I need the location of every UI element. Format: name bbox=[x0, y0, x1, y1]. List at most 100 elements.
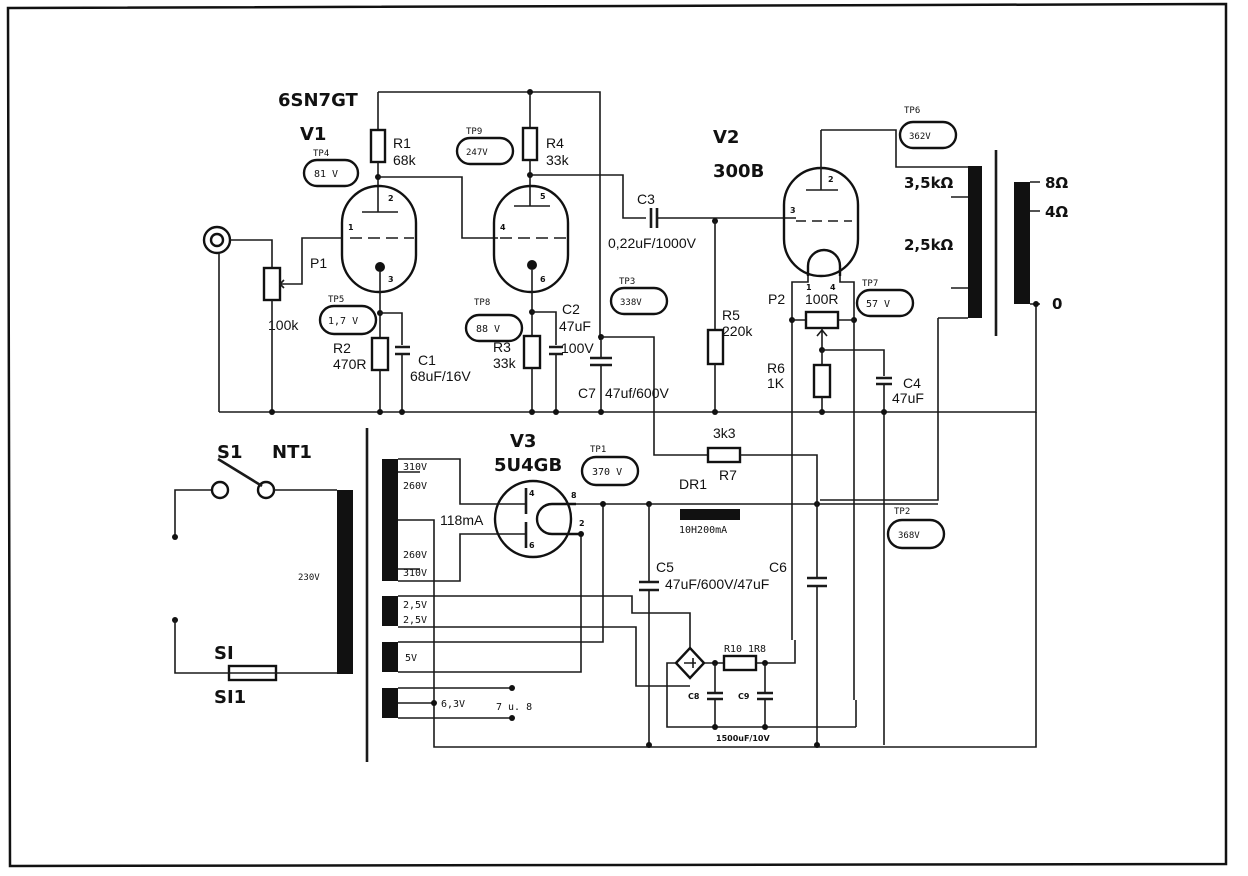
c89-value: 1500uF/10V bbox=[716, 734, 770, 743]
wire bbox=[532, 311, 557, 345]
s1-ref: S1 bbox=[217, 442, 243, 463]
power-transformer-primary bbox=[337, 490, 353, 674]
v3-ref-label: V3 bbox=[510, 431, 536, 452]
junction bbox=[598, 409, 604, 415]
tp2-ref: TP2 bbox=[894, 507, 910, 517]
c3-ref: C3 bbox=[637, 191, 655, 207]
wire bbox=[714, 663, 766, 727]
tp7-ref: TP7 bbox=[862, 279, 878, 289]
ht-tap: 260V bbox=[403, 550, 427, 561]
opt-secondary-taps bbox=[1030, 181, 1040, 305]
r7-value: 3k3 bbox=[713, 425, 736, 441]
wire bbox=[498, 503, 526, 535]
wire bbox=[379, 354, 403, 412]
testpoint-tp6 bbox=[898, 120, 958, 150]
wire-v1b-plate-to-c3 bbox=[530, 174, 646, 219]
tp3-value: 338V bbox=[620, 298, 642, 308]
resistor-r6 bbox=[812, 363, 832, 399]
r7-ref: R7 bbox=[719, 467, 737, 483]
junction bbox=[431, 700, 437, 706]
opt-primary-winding bbox=[968, 166, 982, 318]
fil-63-winding bbox=[382, 688, 398, 718]
r3-value: 33k bbox=[493, 355, 517, 371]
tp6-ref: TP6 bbox=[904, 106, 920, 116]
opt-out-8ohm[interactable]: 8Ω bbox=[1045, 174, 1068, 192]
junction bbox=[578, 531, 584, 537]
junction bbox=[881, 409, 887, 415]
p1-value: 100k bbox=[268, 317, 299, 333]
v2-filament bbox=[806, 248, 842, 276]
pin-label: 3 bbox=[388, 275, 394, 284]
testpoint-tp1 bbox=[580, 455, 640, 487]
v3-type-label: 5U4GB bbox=[494, 455, 562, 476]
testpoint-tp2 bbox=[886, 518, 946, 550]
c2-ref: C2 bbox=[562, 301, 580, 317]
c5-value: 47uF/600V/47uF bbox=[665, 576, 769, 592]
tube-v1b bbox=[492, 184, 570, 294]
junction bbox=[529, 409, 535, 415]
c2-value2: 100V bbox=[561, 340, 594, 356]
junction bbox=[1033, 301, 1039, 307]
testpoint-tp9 bbox=[455, 136, 515, 166]
testpoint-tp4 bbox=[302, 158, 360, 188]
junction bbox=[399, 409, 405, 415]
c1-value: 68uF/16V bbox=[410, 368, 471, 384]
wire bbox=[174, 489, 212, 536]
v1b-cathode bbox=[527, 260, 537, 270]
ht-tap: 310V bbox=[403, 568, 427, 579]
capacitor-c8 bbox=[707, 691, 723, 701]
pin-label: 2 bbox=[388, 194, 394, 203]
tp9-value: 247V bbox=[466, 148, 488, 158]
wire-fil-63 bbox=[398, 687, 512, 719]
tp5-value: 1,7 V bbox=[328, 316, 358, 327]
input-jack-center bbox=[209, 232, 225, 248]
pin-label: 2 bbox=[828, 175, 834, 184]
c1-ref: C1 bbox=[418, 352, 436, 368]
tp1-ref: TP1 bbox=[590, 445, 606, 455]
opt-out-4ohm[interactable]: 4Ω bbox=[1045, 203, 1068, 221]
p2-ref: P2 bbox=[768, 291, 785, 307]
input-jack-icon[interactable] bbox=[202, 225, 232, 255]
tp7-value: 57 V bbox=[866, 299, 890, 310]
ht-tap-lines bbox=[398, 471, 420, 570]
opt-tap-2k5: 2,5kΩ bbox=[904, 236, 954, 254]
v1-type-label: 6SN7GT bbox=[278, 90, 359, 111]
c4-ref: C4 bbox=[903, 375, 921, 391]
resistor-r3 bbox=[522, 334, 542, 370]
pin-label: 4 bbox=[830, 283, 836, 292]
page-frame bbox=[6, 2, 1228, 868]
switch-s1-lever[interactable] bbox=[217, 457, 263, 488]
p1-wiper-arrow bbox=[278, 279, 285, 289]
tp8-value: 88 V bbox=[476, 324, 500, 335]
fil-5-winding bbox=[382, 642, 398, 672]
r1-ref: R1 bbox=[393, 135, 411, 151]
wire-ht bbox=[398, 458, 498, 582]
pin-label: 6 bbox=[529, 541, 535, 550]
c4-value: 47uF bbox=[892, 390, 924, 406]
r10-value: 1R8 bbox=[748, 644, 766, 655]
bridge-diode-icon bbox=[684, 658, 696, 668]
pot-p2[interactable] bbox=[804, 310, 840, 330]
tube-v3 bbox=[493, 479, 573, 559]
choke-dr1 bbox=[680, 509, 740, 520]
pin-label: 1 bbox=[348, 223, 354, 232]
capacitor-c1 bbox=[395, 345, 410, 356]
pot-p1[interactable] bbox=[262, 266, 282, 302]
wire-v2-plate-to-opt bbox=[821, 129, 968, 168]
fuse-ref: SI1 bbox=[214, 687, 246, 708]
opt-secondary-winding bbox=[1014, 182, 1030, 304]
junction bbox=[762, 724, 768, 730]
c2-value: 47uF bbox=[559, 318, 591, 334]
r4-ref: R4 bbox=[546, 135, 564, 151]
switch-s1-contact[interactable] bbox=[210, 480, 230, 500]
capacitor-c3 bbox=[649, 208, 659, 228]
tp4-value: 81 V bbox=[314, 169, 338, 180]
mains-terminal bbox=[172, 534, 178, 540]
ht-tap: 260V bbox=[403, 481, 427, 492]
opt-out-0[interactable]: 0 bbox=[1052, 295, 1062, 313]
c3-value: 0,22uF/1000V bbox=[608, 235, 697, 251]
c7-ref: C7 bbox=[578, 385, 596, 401]
r6-ref: R6 bbox=[767, 360, 785, 376]
tp3-ref: TP3 bbox=[619, 277, 635, 287]
p1-ref: P1 bbox=[310, 255, 327, 271]
